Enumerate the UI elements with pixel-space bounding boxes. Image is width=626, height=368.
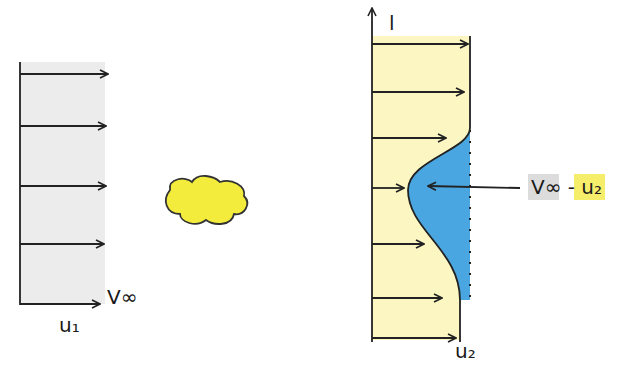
body-blob bbox=[166, 176, 247, 224]
deficit-region bbox=[408, 128, 470, 300]
leader-arrow bbox=[428, 186, 520, 188]
profile-shading bbox=[372, 36, 470, 340]
axis-label: l bbox=[386, 10, 398, 36]
profile-shading bbox=[20, 62, 105, 304]
deficit-label: V∞ - u₂ bbox=[528, 174, 605, 200]
speed-label: u₁ bbox=[56, 312, 83, 338]
wake-profile bbox=[372, 8, 520, 342]
velocity-label: V∞ bbox=[104, 284, 140, 310]
upstream-profile bbox=[20, 62, 108, 305]
speed-label: u₂ bbox=[452, 338, 479, 364]
